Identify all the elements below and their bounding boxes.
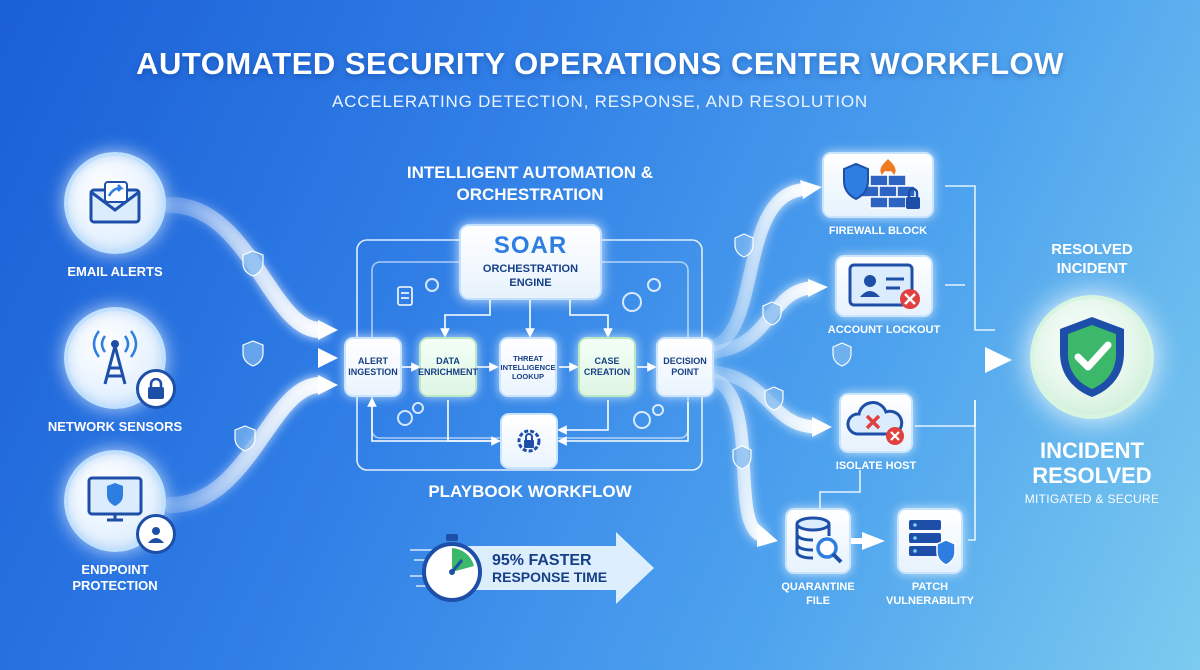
action-quarantine-file: QUARANTINE FILE — [770, 508, 866, 608]
monitor-shield-icon — [87, 476, 143, 522]
envelope-icon — [89, 181, 141, 224]
action-label: ISOLATE HOST — [835, 460, 917, 472]
action-patch-vulnerability: PATCH VULNERABILITY — [878, 508, 982, 608]
check-shield-icon — [1060, 317, 1124, 397]
incident-resolved-subtitle: MITIGATED & SECURE — [1024, 492, 1160, 506]
action-box — [897, 508, 963, 574]
step-case-creation: CASE CREATION — [578, 337, 636, 397]
source-circle — [64, 307, 176, 409]
gear-icon — [397, 410, 413, 426]
firewall-shield-icon — [843, 159, 920, 209]
action-box — [835, 255, 933, 317]
source-endpoint-protection: ENDPOINT PROTECTION — [55, 450, 176, 594]
stat-text: 95% FASTER RESPONSE TIME — [492, 552, 607, 586]
enrichment-to-playbook — [447, 400, 501, 446]
user-icon — [136, 514, 176, 554]
action-label: FIREWALL BLOCK — [828, 225, 928, 237]
source-email-alerts: EMAIL ALERTS — [55, 152, 175, 280]
isolate-to-resolved — [915, 400, 976, 427]
action-firewall-block: FIREWALL BLOCK — [818, 152, 938, 238]
action-label: ACCOUNT LOCKOUT — [827, 324, 941, 336]
source-circle — [64, 450, 176, 554]
incident-resolved-title: INCIDENT RESOLVED — [1032, 438, 1152, 488]
lock-icon — [136, 369, 176, 409]
engine-to-case — [569, 300, 613, 338]
action-label: PATCH VULNERABILITY — [886, 581, 974, 607]
firewall-arrowhead — [800, 180, 822, 199]
patch-to-resolved — [968, 400, 976, 541]
resolved-incident-label: RESOLVED INCIDENT — [1051, 241, 1133, 277]
stream-endpoint — [162, 377, 328, 513]
case-to-playbook — [557, 400, 609, 435]
gear-icon — [412, 402, 424, 414]
source-label: NETWORK SENSORS — [47, 419, 183, 434]
resolved-arrowhead — [985, 347, 1012, 373]
stream-to-firewall — [708, 183, 807, 352]
engine-label: ORCHESTRATION ENGINE — [482, 263, 579, 289]
stream-network-arrowhead — [318, 348, 338, 368]
stream-to-account — [708, 281, 817, 359]
action-box — [822, 152, 934, 218]
quarantine-arrowhead — [757, 523, 778, 547]
action-box — [785, 508, 851, 574]
step-decision-point: DECISION POINT — [656, 337, 714, 397]
isolate-arrowhead — [812, 417, 832, 437]
gear-icon — [647, 278, 661, 292]
stream-email-arrowhead — [318, 320, 338, 340]
engine-to-enrichment — [440, 300, 491, 338]
playbook-title: PLAYBOOK WORKFLOW — [428, 482, 632, 501]
gear-icon — [622, 292, 642, 312]
stopwatch-icon — [422, 534, 482, 602]
action-account-lockout: ACCOUNT LOCKOUT — [820, 255, 948, 337]
source-network-sensors: NETWORK SENSORS — [44, 307, 186, 435]
source-label: EMAIL ALERTS — [67, 264, 163, 279]
database-search-icon — [795, 516, 843, 564]
source-label: ENDPOINT PROTECTION — [72, 562, 158, 593]
engine-name: SOAR — [493, 232, 568, 259]
cloud-isolate-icon — [846, 401, 904, 445]
orchestration-title: INTELLIGENT AUTOMATION & ORCHESTRATION — [406, 163, 654, 204]
response-time-stat: 95% FASTER RESPONSE TIME — [410, 530, 656, 606]
stat-value: 95% FASTER — [492, 552, 592, 569]
playbook-box — [500, 413, 558, 469]
page-subtitle: ACCELERATING DETECTION, RESPONSE, AND RE… — [332, 92, 868, 111]
step-alert-ingestion: ALERT INGESTION — [344, 337, 402, 397]
stat-label: RESPONSE TIME — [492, 569, 608, 585]
gear-icon — [633, 411, 651, 429]
step-data-enrichment: DATA ENRICHMENT — [418, 337, 478, 397]
account-arrowhead — [808, 279, 828, 297]
gear-lock-icon — [517, 429, 541, 453]
step-threat-intelligence: THREAT INTELLIGENCE LOOKUP — [499, 337, 557, 397]
document-icon — [397, 286, 413, 306]
action-box — [839, 393, 913, 453]
gear-icon — [652, 404, 664, 416]
source-circle — [64, 152, 166, 254]
stream-endpoint-arrowhead — [318, 375, 338, 395]
id-card-blocked-icon — [848, 263, 920, 309]
antenna-tower-icon — [92, 330, 138, 385]
isolate-to-patch — [819, 470, 861, 508]
action-label: QUARANTINE FILE — [781, 581, 855, 607]
page-title: AUTOMATED SECURITY OPERATIONS CENTER WOR… — [136, 46, 1064, 81]
playbook-loop-right — [557, 402, 689, 446]
shield-icon — [234, 233, 852, 470]
gear-icon — [425, 278, 439, 292]
quarantine-to-patch-arrow — [862, 532, 885, 550]
firewall-to-resolved — [945, 185, 995, 331]
playbook-loop-left — [367, 397, 500, 442]
soar-engine: SOAR ORCHESTRATION ENGINE — [459, 224, 602, 300]
action-isolate-host: ISOLATE HOST — [828, 393, 924, 473]
resolved-badge — [1030, 295, 1154, 419]
server-shield-icon — [909, 520, 956, 566]
